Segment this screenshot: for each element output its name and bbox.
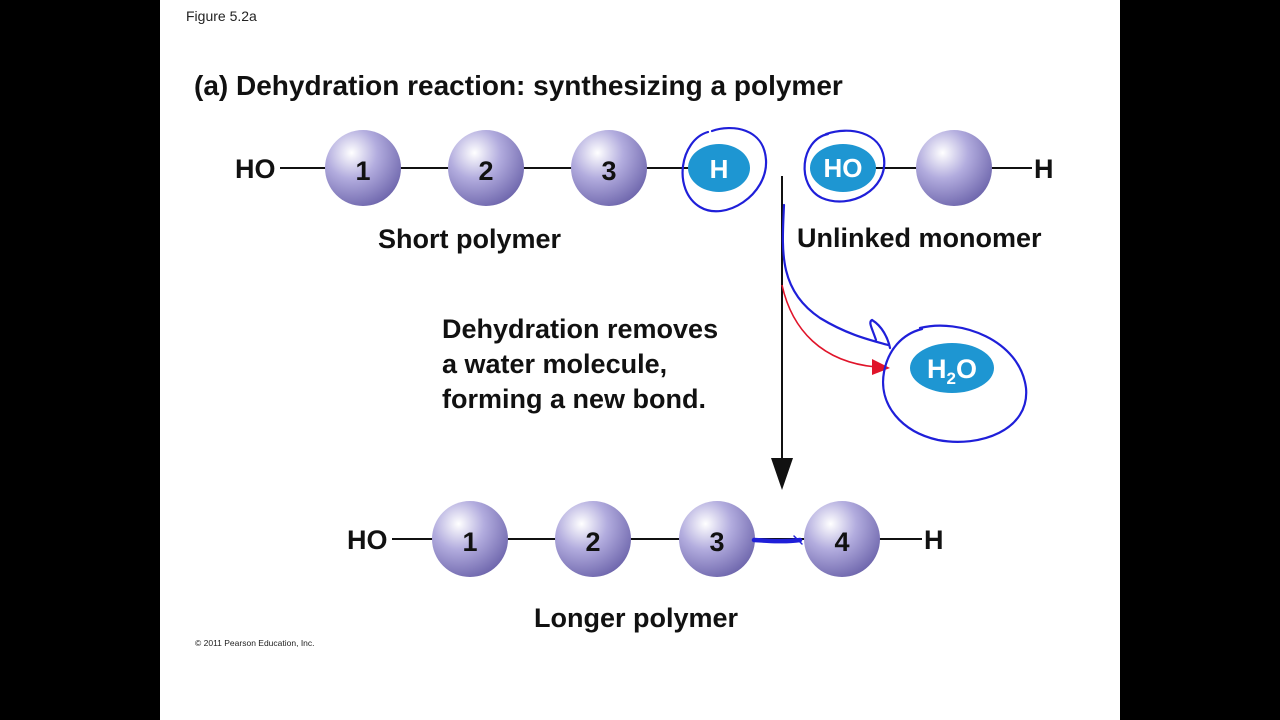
water-oval bbox=[910, 343, 994, 393]
water-molecule: H2O bbox=[910, 343, 994, 393]
unlinked-monomer: HO H Unlinked monomer bbox=[797, 130, 1054, 253]
monomer-sphere-3 bbox=[571, 130, 647, 206]
monomer-sphere-1 bbox=[325, 130, 401, 206]
reaction-note-line-1: Dehydration removes bbox=[442, 314, 718, 344]
reaction-arrow bbox=[771, 176, 793, 490]
ink-annotations bbox=[681, 127, 1028, 545]
polymer-number-1: 1 bbox=[462, 527, 477, 557]
reaction-note-line-2: a water molecule, bbox=[442, 349, 667, 379]
polymer-number-2: 2 bbox=[585, 527, 600, 557]
water-subscript: 2 bbox=[947, 369, 956, 388]
polymer-sphere-1 bbox=[432, 501, 508, 577]
hydrogen-group bbox=[688, 144, 750, 192]
figure-title: (a) Dehydration reaction: synthesizing a… bbox=[194, 70, 843, 101]
longer-polymer: HO 1 2 3 4 H Longer polymer bbox=[347, 501, 944, 633]
copyright-notice: © 2011 Pearson Education, Inc. bbox=[195, 638, 315, 648]
monomer-number-1: 1 bbox=[355, 156, 370, 186]
monomer-number-3: 3 bbox=[601, 156, 616, 186]
monomer-sphere-2 bbox=[448, 130, 524, 206]
hydrogen-circle-mark bbox=[681, 127, 768, 213]
slide: Figure 5.2a (a) Dehydration reaction: sy… bbox=[160, 0, 1120, 720]
water-h: H bbox=[927, 354, 947, 384]
unlinked-monomer-sphere bbox=[916, 130, 992, 206]
short-polymer-label: Short polymer bbox=[378, 224, 562, 254]
longer-polymer-h-end: H bbox=[924, 525, 944, 555]
figure-label: Figure 5.2a bbox=[186, 8, 257, 24]
polymer-sphere-3 bbox=[679, 501, 755, 577]
hydrogen-label: H bbox=[710, 154, 729, 184]
reaction-note-line-3: forming a new bond. bbox=[442, 384, 706, 414]
unlinked-monomer-label: Unlinked monomer bbox=[797, 223, 1042, 253]
short-polymer: HO 1 2 3 H Short polymer bbox=[235, 130, 750, 254]
new-bond-mark bbox=[751, 537, 803, 544]
hydroxyl-label: HO bbox=[824, 153, 863, 183]
water-release-stroke bbox=[781, 203, 890, 347]
polymer-number-3: 3 bbox=[709, 527, 724, 557]
reaction-arrowhead bbox=[771, 458, 793, 490]
polymer-sphere-2 bbox=[555, 501, 631, 577]
water-formula: H2O bbox=[927, 354, 977, 388]
water-release-arrowhead bbox=[872, 359, 890, 375]
water-o: O bbox=[956, 354, 977, 384]
hydroxyl-circle-mark bbox=[803, 129, 886, 203]
polymer-sphere-4 bbox=[804, 501, 880, 577]
unlinked-monomer-h-end: H bbox=[1034, 154, 1054, 184]
water-release-arrow bbox=[781, 284, 877, 368]
water-circle-mark bbox=[881, 324, 1028, 443]
pen-cursor-icon bbox=[793, 535, 803, 545]
monomer-number-2: 2 bbox=[478, 156, 493, 186]
longer-polymer-ho-end: HO bbox=[347, 525, 388, 555]
longer-polymer-label: Longer polymer bbox=[534, 603, 739, 633]
dehydration-diagram: Figure 5.2a (a) Dehydration reaction: sy… bbox=[186, 8, 1054, 648]
reaction-note: Dehydration removes a water molecule, fo… bbox=[442, 314, 726, 414]
short-polymer-ho-end: HO bbox=[235, 154, 276, 184]
polymer-number-4: 4 bbox=[834, 527, 849, 557]
hydroxyl-group bbox=[810, 144, 876, 192]
water-release-hook bbox=[869, 318, 892, 350]
